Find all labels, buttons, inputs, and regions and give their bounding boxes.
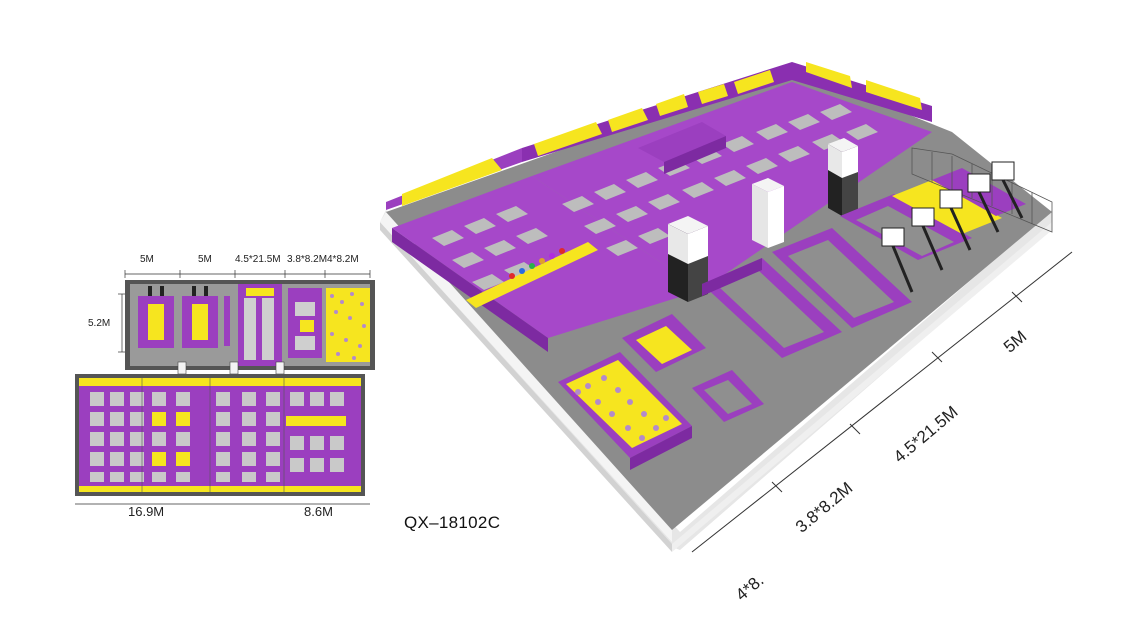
trampoline-grid <box>90 392 344 482</box>
game-dots <box>509 248 565 279</box>
dim-lane-4: 3.8*8.2M <box>287 254 328 265</box>
trampoline-pads <box>432 104 878 290</box>
dim-lane-3: 4.5*21.5M <box>235 254 281 265</box>
model-code: QX–18102C <box>404 513 501 532</box>
dim-bottom-right: 8.6M <box>304 504 333 519</box>
foam-pit <box>566 360 682 448</box>
dim-lane-2: 5M <box>198 254 212 265</box>
dimension-line <box>691 251 1073 553</box>
wall-panels <box>402 62 922 206</box>
isometric-drawing <box>380 62 1073 553</box>
towers <box>668 138 858 302</box>
dim-lane-5: 4*8.2M <box>327 254 359 265</box>
basketball-hoops <box>881 161 1024 293</box>
dodgeball-lanes <box>138 296 230 348</box>
floor-plan-drawing <box>75 270 375 505</box>
floor-plan: 5M 5M 4.5*21.5M 3.8*8.2M 4*8.2M 5.2M 16.… <box>70 246 386 519</box>
dim-bottom-left: 16.9M <box>128 504 165 519</box>
dim-side: 5.2M <box>88 318 111 329</box>
dim-lane-1: 5M <box>140 254 154 265</box>
isometric-park-view: 5M 4.5*21.5M 3.8*8.2M 4*8. <box>372 52 1126 614</box>
